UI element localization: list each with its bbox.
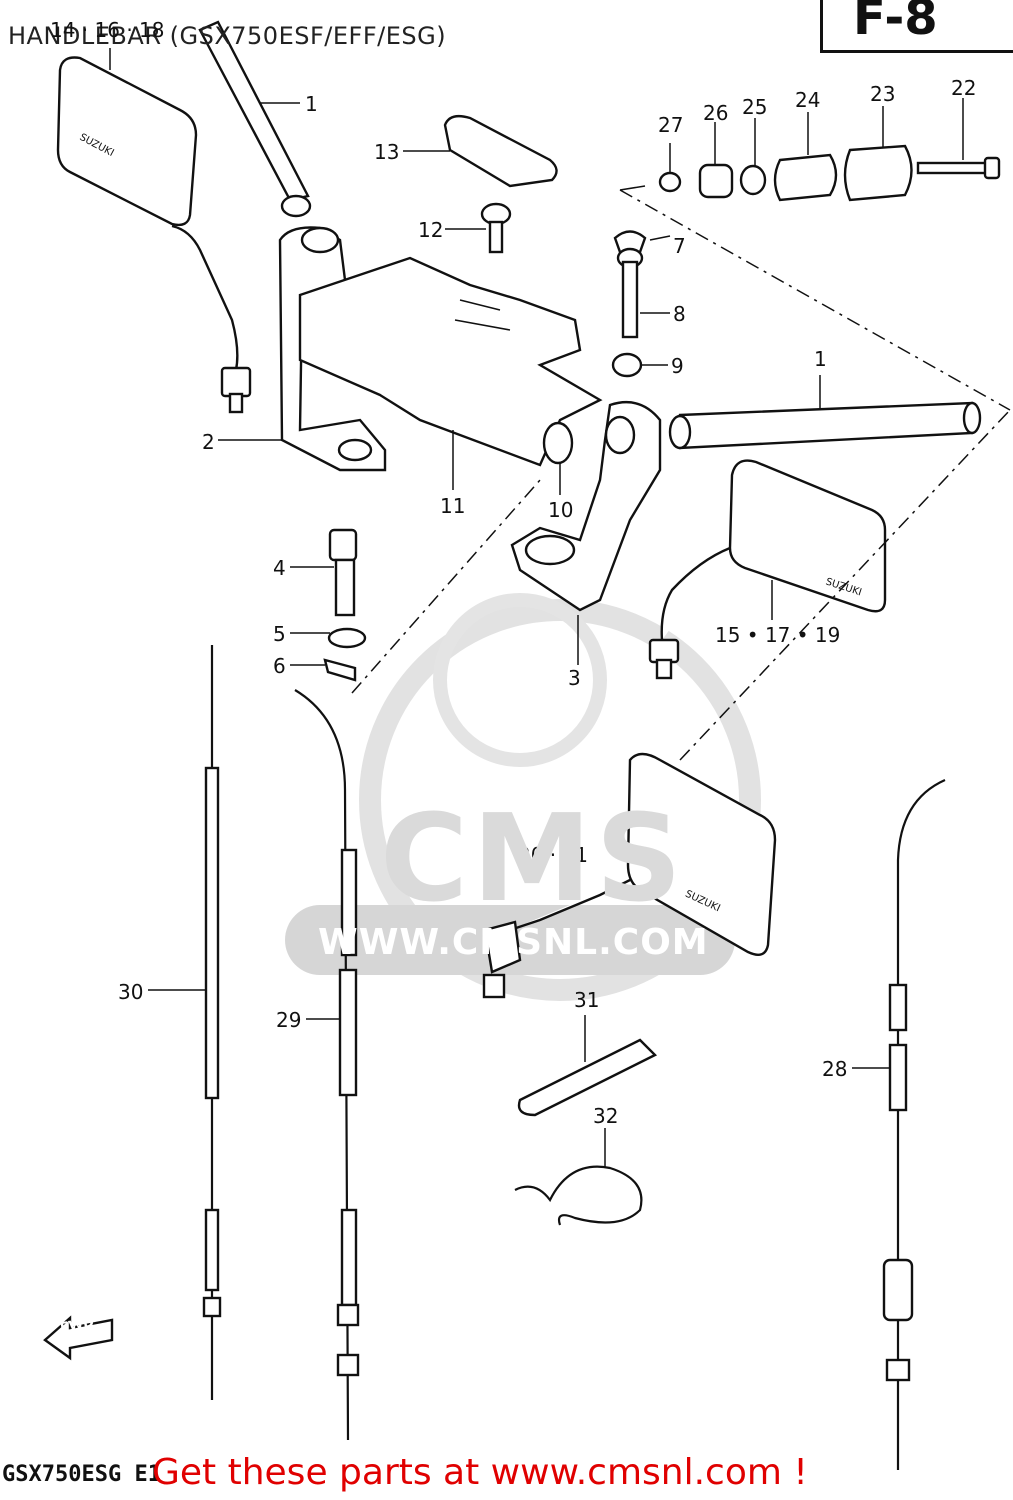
strap	[517, 1038, 658, 1117]
callout-11: 11	[440, 494, 466, 518]
callout-7: 7	[673, 234, 686, 258]
diagram-title: HANDLEBAR (GSX750ESF/EFF/ESG)	[8, 22, 447, 50]
watermark-url: WWW.CMSNL.COM	[318, 922, 709, 963]
callout-24: 24	[795, 88, 821, 112]
handlebar-holder	[278, 226, 603, 472]
figure-number-box: F-8	[820, 0, 1013, 53]
cable-28	[882, 778, 946, 1470]
handlebar-bracket	[510, 400, 662, 612]
promo-banner[interactable]: Get these parts at www.cmsnl.com !	[152, 1452, 808, 1493]
callout-10: 10	[548, 498, 574, 522]
bar-end-parts	[658, 144, 1001, 202]
cable-29	[294, 689, 360, 1441]
watermark-brand: CMS	[380, 790, 686, 929]
wire-clip	[514, 1165, 643, 1226]
callout-12: 12	[418, 218, 444, 242]
callout-15-17-19: 15 • 17 • 19	[715, 623, 841, 647]
diagram-code: GSX750ESG E1	[2, 1462, 161, 1487]
leader-lines	[109, 48, 1011, 1168]
fwd-arrow-icon	[43, 1315, 114, 1361]
callout-6: 6	[273, 654, 286, 678]
callout-5: 5	[273, 622, 286, 646]
callout-26: 26	[703, 101, 729, 125]
collar	[542, 421, 574, 465]
callout-13: 13	[374, 140, 400, 164]
callout-4: 4	[273, 556, 286, 580]
callout-8: 8	[673, 302, 686, 326]
balancer-badge	[443, 114, 558, 188]
mirror-right	[648, 459, 887, 680]
callout-25: 25	[742, 95, 768, 119]
callout-31: 31	[574, 988, 600, 1012]
callout-22: 22	[951, 76, 977, 100]
handlebar-pipe-upper	[198, 20, 312, 218]
bolt-12	[480, 202, 512, 254]
mirror-lower	[482, 752, 777, 999]
callout-32: 32	[593, 1104, 619, 1128]
callout-29: 29	[276, 1008, 302, 1032]
callout-27: 27	[658, 113, 684, 137]
figure-number: F-8	[853, 0, 938, 46]
cap-bolt-washer	[611, 230, 647, 378]
cable-30	[202, 645, 222, 1400]
callout-9: 9	[671, 354, 684, 378]
callout-1-upper: 1	[305, 92, 318, 116]
callout-30: 30	[118, 980, 144, 1004]
callout-3: 3	[568, 666, 581, 690]
callout-14-16-18: 14 · 16 · 18	[50, 18, 165, 42]
bolt-washer-clip	[323, 528, 367, 682]
callout-28: 28	[822, 1057, 848, 1081]
callout-23: 23	[870, 82, 896, 106]
handlebar-pipe-right	[668, 401, 982, 450]
mirror-left	[56, 56, 252, 414]
callout-1-right: 1	[814, 347, 827, 371]
callout-2: 2	[202, 430, 215, 454]
callout-20-21: 20 · 21	[518, 843, 588, 867]
